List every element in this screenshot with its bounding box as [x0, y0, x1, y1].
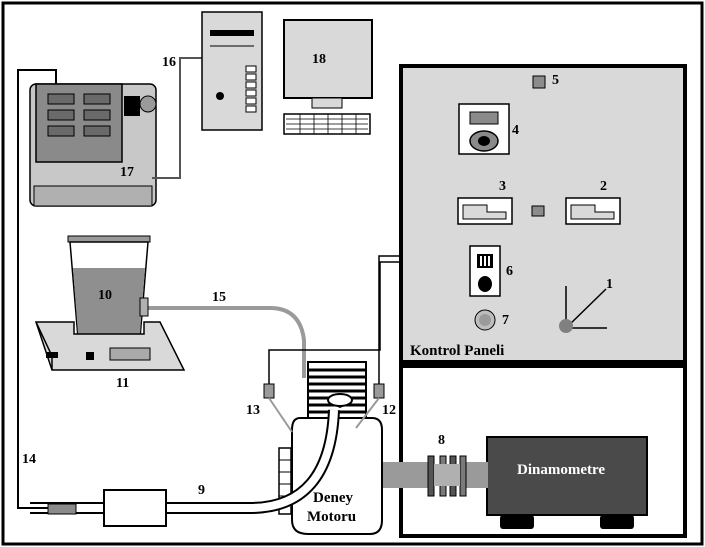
label-13: 13: [246, 403, 260, 418]
balance-11: [34, 321, 186, 371]
sensor-13: [263, 261, 401, 433]
connector-2-3: [531, 205, 545, 217]
test-engine: [278, 361, 383, 535]
label-10: 10: [98, 288, 112, 303]
dynamometer-label: Dinamometre: [517, 462, 606, 478]
label-6: 6: [506, 264, 513, 279]
probe-cable-14: [17, 69, 57, 509]
label-15: 15: [212, 290, 226, 305]
label-7: 7: [502, 313, 509, 328]
label-18: 18: [312, 52, 326, 67]
dynamometer: [486, 436, 648, 529]
control-panel-title: Kontrol Paneli: [410, 343, 505, 359]
engine-label-line1: Deney: [313, 490, 353, 506]
monitor-18: [283, 19, 373, 135]
throttle-lever-1: [559, 286, 607, 333]
label-9: 9: [198, 483, 205, 498]
display-unit-4: [458, 103, 510, 155]
display-2: [565, 197, 621, 225]
label-11: 11: [116, 376, 130, 391]
label-14: 14: [22, 452, 36, 467]
indicator-5: [532, 75, 546, 89]
sensor-12: [355, 255, 401, 429]
pc-tower: [201, 11, 263, 131]
label-5: 5: [552, 73, 559, 88]
label-1: 1: [606, 277, 613, 292]
label-17: 17: [120, 165, 134, 180]
fuel-tank-10: [67, 235, 151, 339]
coupling-8: [380, 455, 488, 497]
label-3: 3: [499, 179, 506, 194]
label-4: 4: [512, 123, 519, 138]
gas-analyzer-17: [29, 83, 157, 207]
engine-label-line2: Motoru: [307, 509, 357, 525]
data-cable-16: [152, 57, 202, 179]
label-12: 12: [382, 403, 396, 418]
display-3: [457, 197, 513, 225]
knob-7: [474, 309, 496, 331]
switch-unit-6: [469, 245, 501, 297]
fuel-line-15: [146, 306, 306, 378]
control-panel: [399, 64, 687, 364]
label-8: 8: [438, 433, 445, 448]
label-16: 16: [162, 55, 176, 70]
label-2: 2: [600, 179, 607, 194]
